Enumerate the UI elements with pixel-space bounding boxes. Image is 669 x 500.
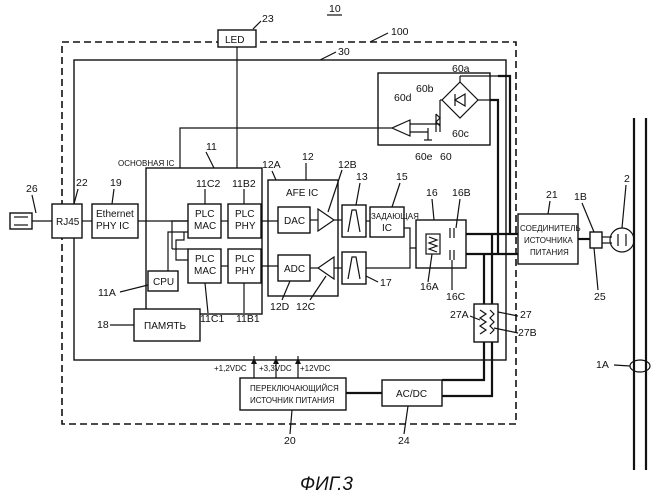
ref-26: 26: [26, 183, 38, 195]
ref-12B: 12B: [338, 159, 357, 171]
outlet-icon: [610, 228, 634, 252]
ref-27: 27: [520, 309, 532, 321]
ref-1A: 1A: [596, 359, 609, 371]
rail-3v3-label: +3,3VDC: [259, 364, 292, 373]
cpu-label: CPU: [153, 277, 174, 288]
figure-number: 10: [329, 3, 341, 15]
ref-23: 23: [262, 13, 274, 25]
ref-22: 22: [76, 177, 88, 189]
ref-60c: 60c: [452, 128, 469, 140]
main-ic-label: ОСНОВНАЯ IC: [118, 159, 175, 168]
ref-60b: 60b: [416, 83, 434, 95]
ethernet-phy-line2: PHY IC: [96, 221, 129, 232]
ref-18: 18: [97, 319, 109, 331]
ref-24: 24: [398, 435, 410, 447]
zero-cross-detector-block: [378, 73, 490, 145]
ref-30: 30: [338, 46, 350, 58]
driver-ic-line1: ЗАДАЮЩАЯ: [371, 212, 419, 221]
ref-25: 25: [594, 291, 606, 303]
ref-20: 20: [284, 435, 296, 447]
ref-60d: 60d: [394, 92, 412, 104]
ref-12A: 12A: [262, 159, 281, 171]
power-connector-line3: ПИТАНИЯ: [530, 248, 569, 257]
figure-caption: ФИГ.3: [300, 474, 353, 495]
ref-100: 100: [391, 26, 409, 38]
ref-12D: 12D: [270, 301, 290, 313]
rail-1v2-label: +1,2VDC: [214, 364, 247, 373]
ref-16A: 16A: [420, 281, 439, 293]
ref-1B: 1B: [574, 191, 587, 203]
switching-supply-line1: ПЕРЕКЛЮЧАЮЩИЙСЯ: [250, 384, 339, 393]
adc-label: ADC: [284, 264, 305, 275]
plc-phy-top-line2: PHY: [235, 221, 256, 232]
power-connector-line1: СОЕДИНИТЕЛЬ: [520, 224, 581, 233]
ref-15: 15: [396, 171, 408, 183]
plc-mac-top-line1: PLC: [195, 209, 214, 220]
plc-phy-bottom-line1: PLC: [235, 254, 254, 265]
ref-12: 12: [302, 151, 314, 163]
plc-mac-bottom-line1: PLC: [195, 254, 214, 265]
ref-60: 60: [440, 151, 452, 163]
rail-12v-label: +12VDC: [300, 364, 331, 373]
afe-ic-label: AFE IC: [286, 188, 318, 199]
ref-11B2: 11B2: [232, 178, 256, 190]
ethernet-phy-line1: Ethernet: [96, 209, 134, 220]
dac-label: DAC: [284, 216, 305, 227]
ref-27A: 27A: [450, 309, 469, 321]
ref-11C1: 11C1: [200, 313, 224, 325]
ref-11: 11: [206, 141, 217, 153]
led-label: LED: [225, 35, 244, 46]
ref-60a: 60a: [452, 63, 470, 75]
driver-ic-line2: IC: [382, 223, 392, 234]
coupler-block: [416, 220, 466, 268]
power-transformer-block: [474, 304, 498, 342]
ref-11A: 11A: [98, 287, 116, 299]
ref-27B: 27B: [518, 327, 537, 339]
ref-16C: 16C: [446, 291, 466, 303]
ref-16B: 16B: [452, 187, 471, 199]
ethernet-plug-icon: [10, 213, 32, 229]
ref-16: 16: [426, 187, 438, 199]
ref-11C2: 11C2: [196, 178, 220, 190]
ref-12C: 12C: [296, 301, 316, 313]
ref-17: 17: [380, 277, 392, 289]
ref-19: 19: [110, 177, 122, 189]
ref-21: 21: [546, 189, 558, 201]
memory-label: ПАМЯТЬ: [144, 321, 187, 332]
ref-2: 2: [624, 173, 630, 185]
switching-supply-line2: ИСТОЧНИК ПИТАНИЯ: [250, 396, 335, 405]
rj45-label: RJ45: [56, 217, 80, 228]
switching-supply-block: [240, 378, 346, 410]
acdc-label: AC/DC: [396, 389, 427, 400]
plc-phy-top-line1: PLC: [235, 209, 254, 220]
power-connector-line2: ИСТОЧНИКА: [524, 236, 573, 245]
ref-11B1: 11B1: [236, 313, 260, 325]
plc-phy-bottom-line2: PHY: [235, 266, 256, 277]
ref-13: 13: [356, 171, 368, 183]
plug-icon: [590, 232, 602, 248]
plc-mac-top-line2: MAC: [194, 221, 216, 232]
plc-mac-bottom-line2: MAC: [194, 266, 216, 277]
ref-60e: 60e: [415, 151, 433, 163]
